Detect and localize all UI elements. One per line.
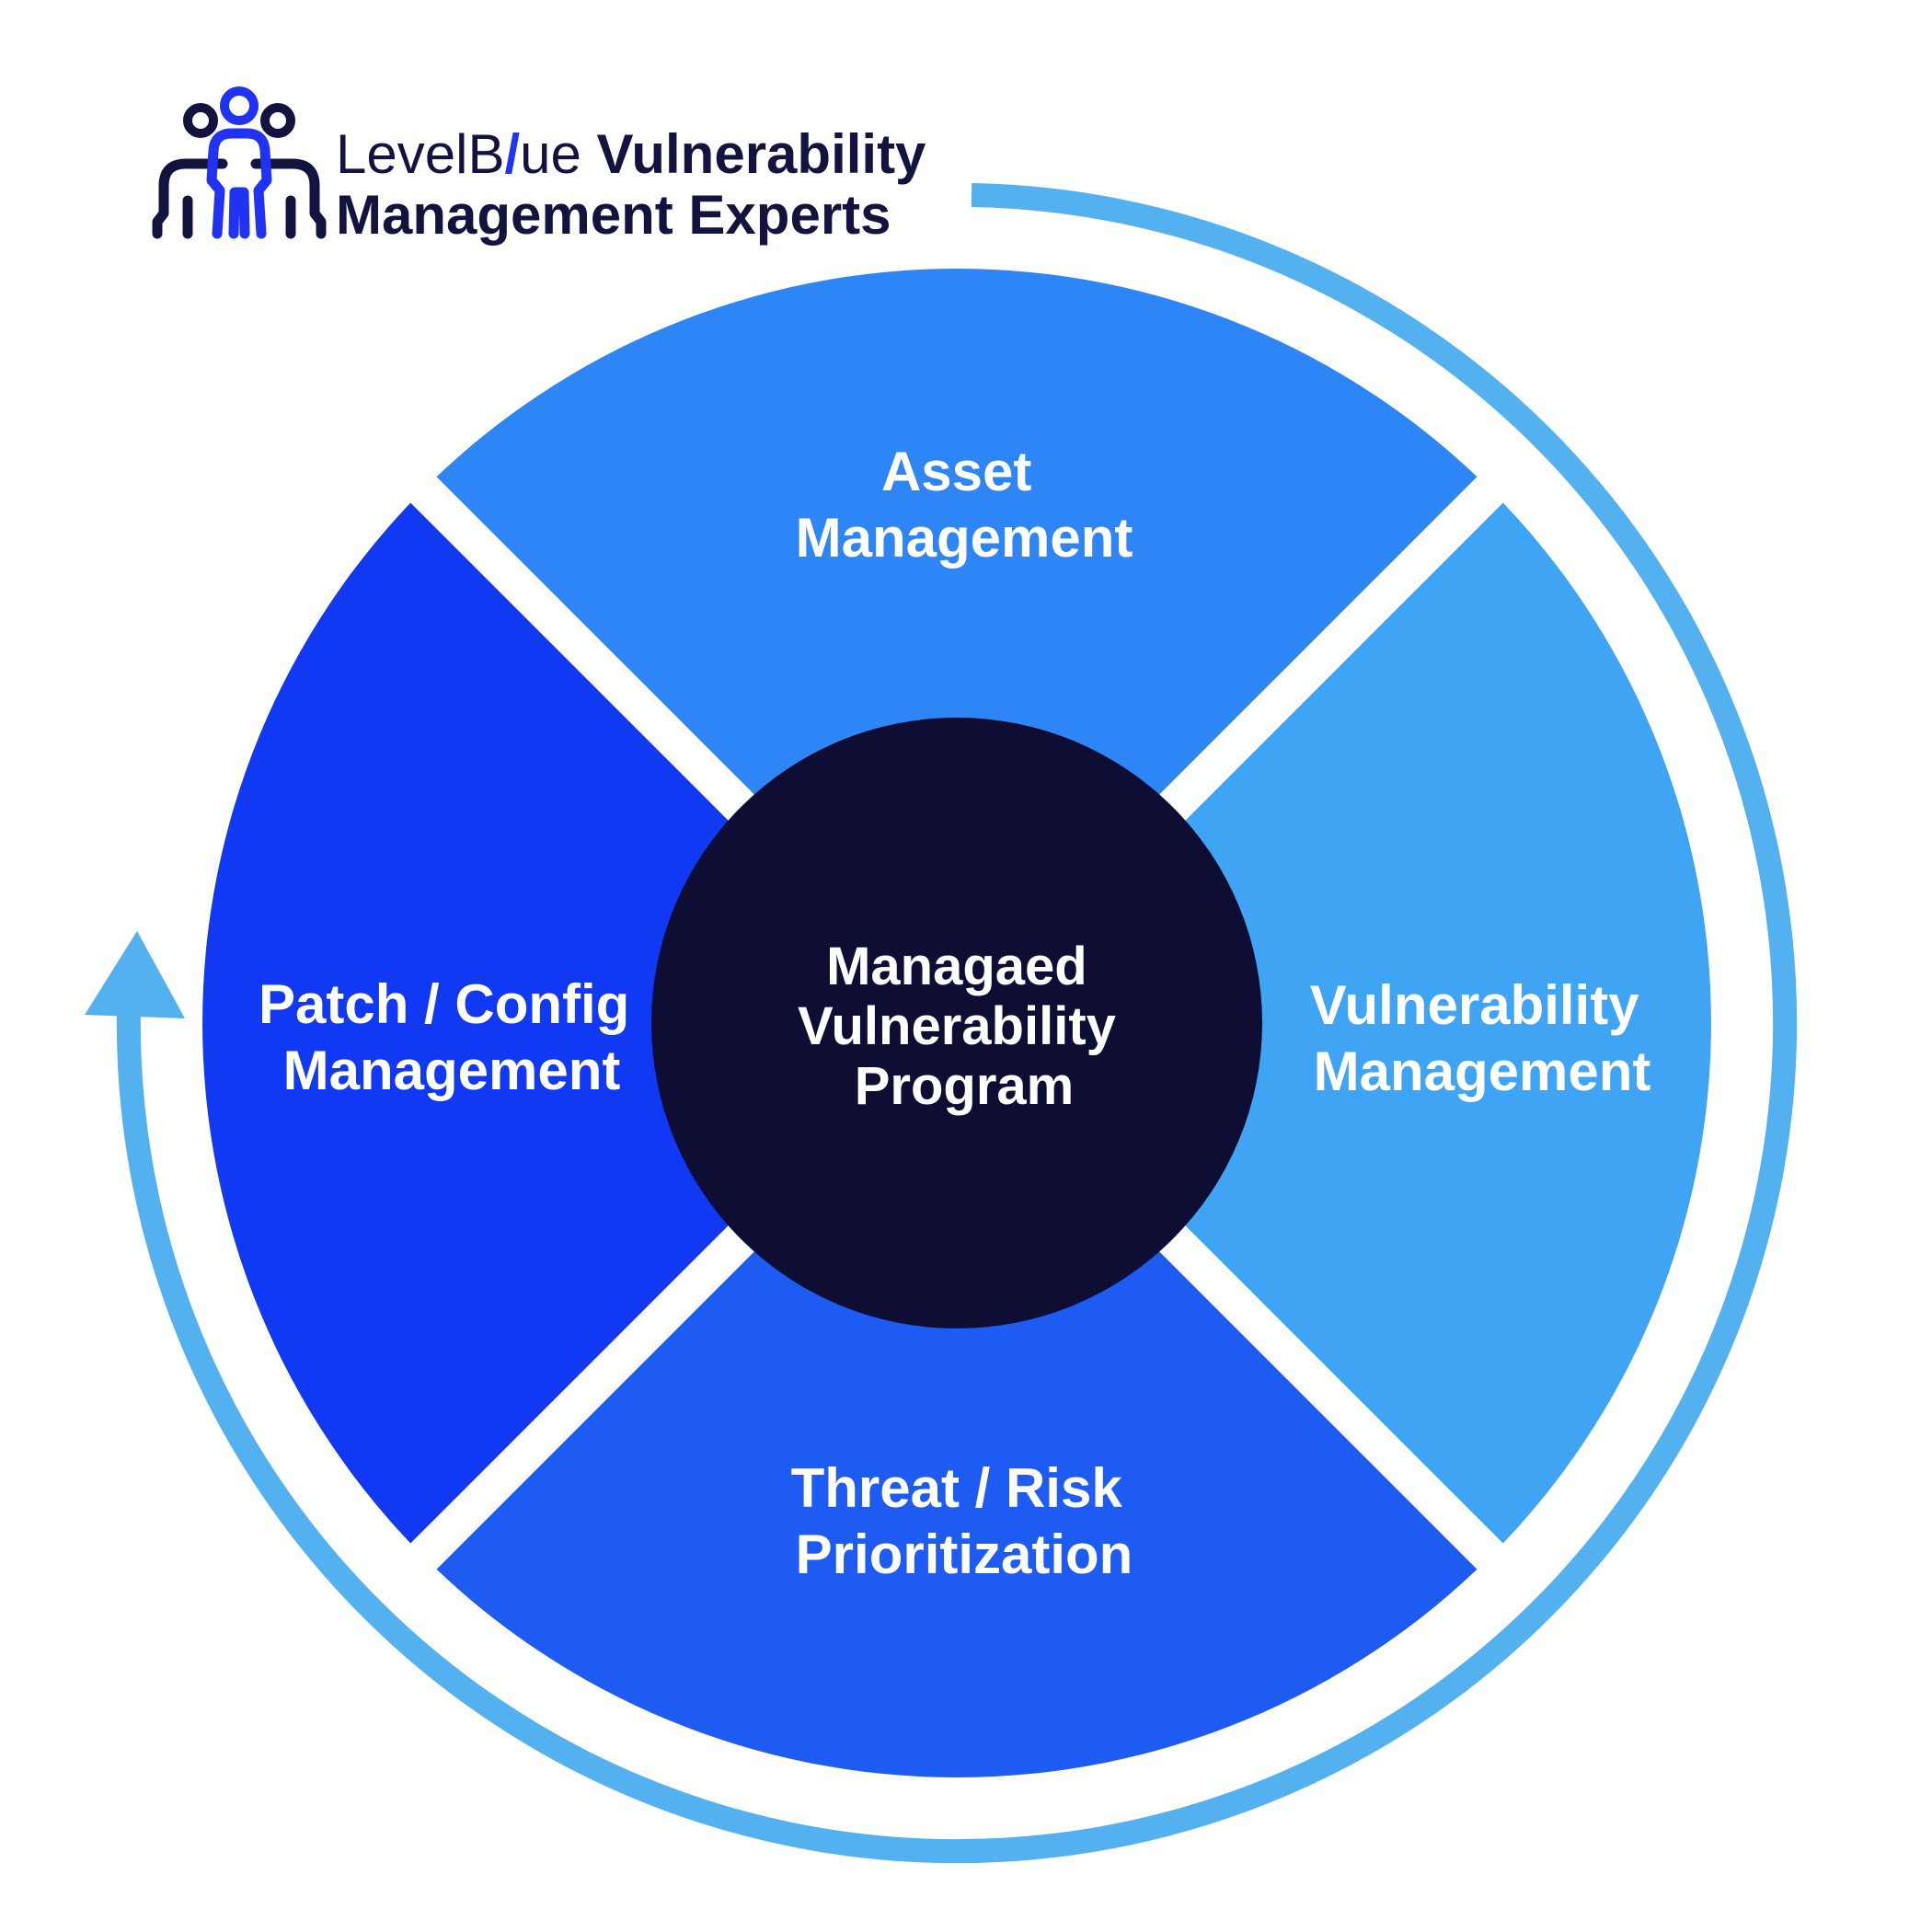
label-threat-risk-prioritization: Threat / Risk Prioritization: [791, 1457, 1138, 1585]
levelblue-logo: LevelB/ue Vulnerability Management Exper…: [152, 86, 926, 246]
logo-wordmark-line1: LevelB/ue Vulnerability: [336, 123, 926, 185]
logo-wordmark-line2: Management Experts: [336, 184, 891, 246]
quadrant-vulnerability-management: [957, 489, 1711, 1557]
flow-arrowhead-icon: [85, 931, 185, 1018]
cycle-wheel: [202, 269, 1711, 1777]
quadrant-patch-config-management: [202, 489, 957, 1557]
quadrant-asset-management: [423, 269, 1490, 1023]
label-asset-management: Asset Management: [796, 441, 1133, 569]
label-patch-config-management: Patch / Config Management: [259, 973, 645, 1101]
label-managed-vulnerability-program: Managaed Vulnerability Program: [798, 937, 1131, 1116]
label-vulnerability-management: Vulnerability Management: [1310, 974, 1655, 1102]
center-hub-circle: [651, 718, 1262, 1328]
three-people-icon: [152, 86, 327, 239]
quadrant-threat-risk-prioritization: [423, 1023, 1490, 1777]
flow-arc: [116, 183, 1797, 1863]
flow-cycle-arrow: [85, 183, 1797, 1863]
